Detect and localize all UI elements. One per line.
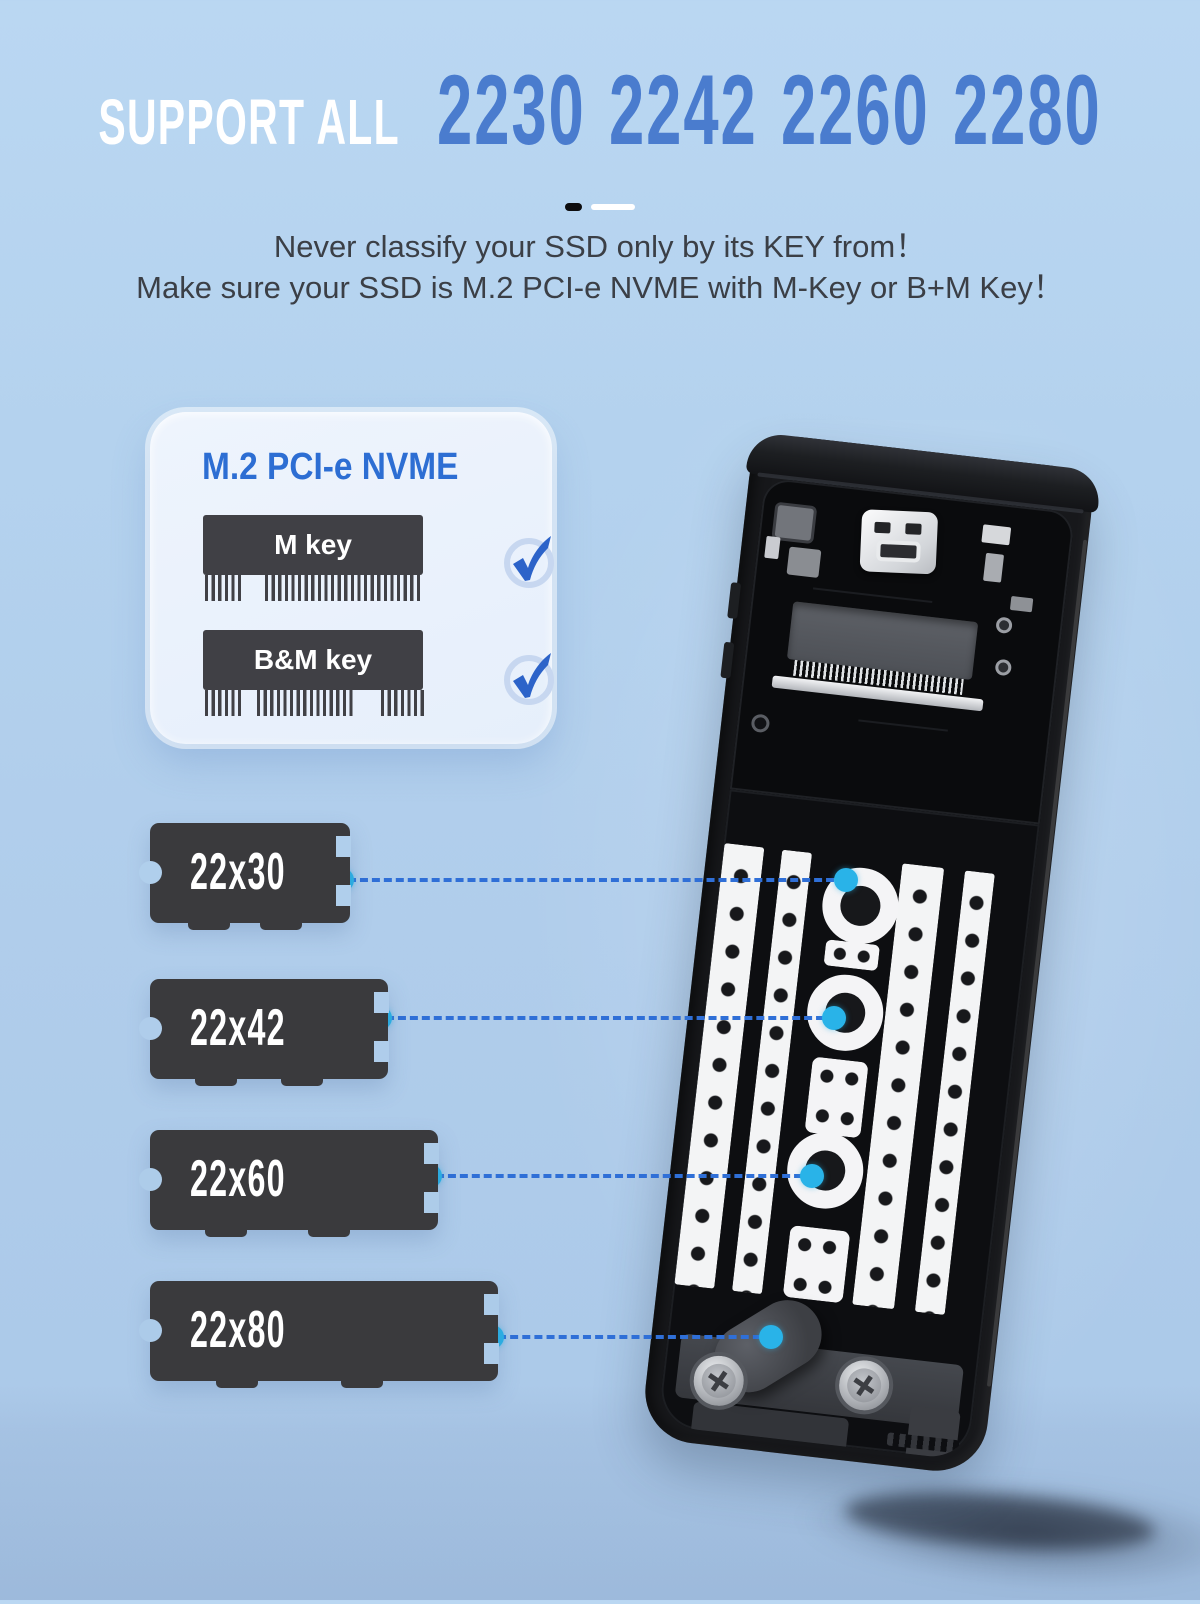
callout-line-2242 — [386, 1016, 836, 1020]
standoff-hole — [994, 658, 1013, 677]
chip-tab — [341, 1379, 384, 1388]
compatibility-card: M.2 PCI-e NVME M key B&M key — [150, 412, 554, 744]
check-icon — [504, 653, 554, 705]
standoff-hole — [995, 616, 1013, 635]
cover-print-badge — [804, 1056, 869, 1139]
usb-c-opening — [880, 544, 917, 559]
size-chip-label: 22x42 — [190, 998, 286, 1057]
card-title: M.2 PCI-e NVME — [202, 446, 459, 488]
callout-line-2260 — [436, 1174, 814, 1178]
pcb-trace — [858, 719, 948, 732]
chip-key-notch — [374, 1041, 389, 1062]
headline-divider — [0, 203, 1200, 211]
chip-tab — [188, 921, 230, 930]
headline-prefix: SUPPORT ALL — [98, 86, 400, 158]
callout-line-2280 — [498, 1335, 773, 1339]
headline: SUPPORT ALL 2230 2242 2260 2280 — [98, 60, 1099, 190]
usb-c-solder-slot — [874, 521, 891, 534]
chip-tab — [260, 921, 302, 930]
chip-key-notch — [424, 1143, 439, 1164]
pin-notch — [355, 690, 381, 716]
callout-dot — [759, 1325, 783, 1349]
pin-group — [381, 690, 425, 716]
cover-print-badge — [823, 939, 881, 972]
pcb-trace — [812, 587, 933, 604]
intro-line-1: Never classify your SSD only by its KEY … — [273, 229, 927, 264]
key-row-bm: B&M key — [203, 630, 554, 722]
key-row-m: M key — [203, 515, 554, 607]
chip-tab — [308, 1228, 351, 1237]
mount-point-2260 — [783, 1128, 868, 1213]
chip-key-notch — [374, 992, 389, 1013]
intro-text: Never classify your SSD only by its KEY … — [0, 226, 1200, 308]
pcb-pad — [764, 535, 781, 560]
callout-dot — [822, 1006, 846, 1030]
usb-c-port — [859, 509, 939, 575]
m-key-gold-fingers — [205, 575, 423, 601]
callout-dot — [800, 1164, 824, 1188]
bm-key-gold-fingers — [205, 690, 425, 716]
pin-notch — [243, 575, 265, 601]
size-chip-2230: 22x30 — [139, 823, 351, 930]
size-chip-label: 22x60 — [190, 1149, 286, 1208]
callout-dot — [834, 868, 858, 892]
size-chip-label: 22x30 — [190, 842, 286, 901]
pcb-chip — [786, 546, 822, 578]
bm-key-connector: B&M key — [203, 630, 423, 690]
pin-notch — [243, 690, 257, 716]
divider-dash-white — [591, 204, 635, 210]
pcb-window — [729, 477, 1076, 825]
size-chip-2280: 22x80 — [139, 1281, 499, 1388]
mount-point-2230 — [818, 863, 903, 948]
pcb-pad — [983, 552, 1005, 583]
chip-tab — [216, 1379, 259, 1388]
chip-tab — [280, 1077, 323, 1086]
floor-surface — [0, 1385, 1200, 1600]
cover-print-badge — [782, 1225, 851, 1304]
intro-line-2: Make sure your SSD is M.2 PCI-e NVME wit… — [136, 270, 1064, 305]
chip-tab — [195, 1077, 238, 1086]
m-key-label: M key — [274, 529, 352, 560]
pcb-chip — [774, 504, 815, 541]
pcb-screw-hole — [750, 713, 771, 734]
size-chip-2260: 22x60 — [139, 1130, 439, 1237]
chip-key-notch — [484, 1343, 499, 1364]
pin-group — [257, 690, 355, 716]
chip-key-notch — [336, 885, 351, 906]
chip-tab — [204, 1228, 247, 1237]
pcb-pad — [1009, 595, 1034, 613]
pcb-pad — [981, 524, 1012, 546]
size-chip-label: 22x80 — [190, 1300, 286, 1359]
callout-line-2230 — [348, 878, 846, 882]
size-chip-2242: 22x42 — [139, 979, 389, 1086]
chip-key-notch — [484, 1294, 499, 1315]
pin-group — [205, 690, 243, 716]
pin-group — [205, 575, 243, 601]
headline-sizes: 2230 2242 2260 2280 — [437, 54, 1102, 165]
check-icon — [504, 536, 554, 588]
m-key-connector: M key — [203, 515, 423, 575]
usb-c-solder-slot — [905, 523, 922, 535]
chip-key-notch — [336, 836, 351, 857]
bm-key-label: B&M key — [253, 644, 373, 675]
pin-group — [265, 575, 423, 601]
divider-dash-black — [565, 203, 582, 211]
chip-key-notch — [424, 1192, 439, 1213]
